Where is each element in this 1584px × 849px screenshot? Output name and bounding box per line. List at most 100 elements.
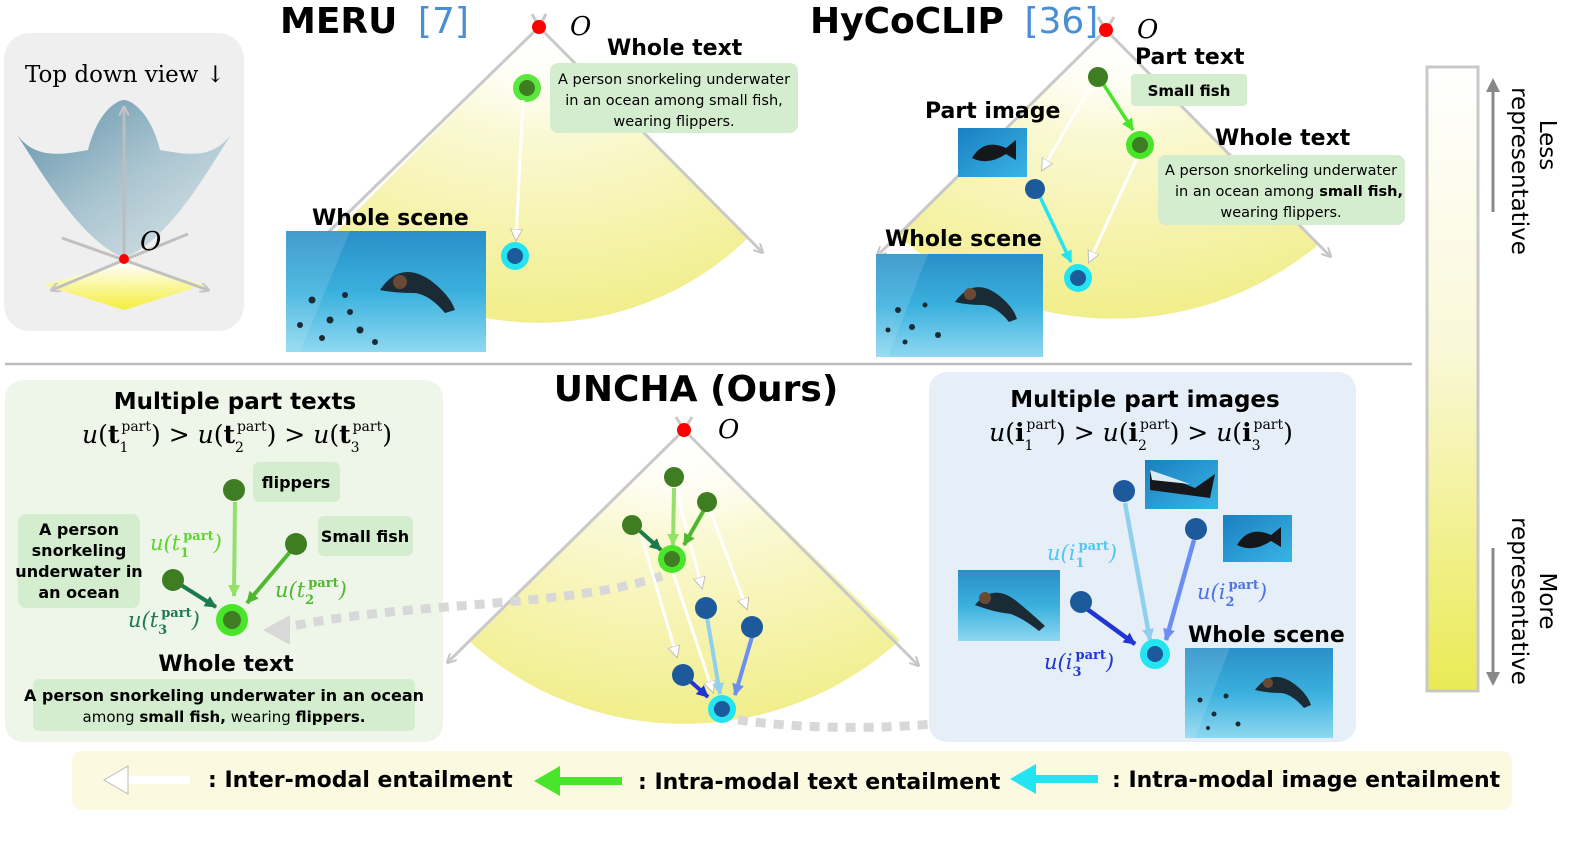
part-images-inequality: u(i1part) > u(i2part) > u(i3part) [989,417,1293,454]
part-texts-title: Multiple part texts [114,389,356,415]
text-entailment-arrow-3 [179,583,218,609]
image-entailment-arrow-2 [1163,539,1197,641]
hycoclip-origin-label: O [1137,15,1158,45]
whole-scene-node [1147,646,1163,662]
origin-dot [119,254,129,264]
uncha-title: UNCHA (Ours) [554,369,839,410]
meru-title: MERU [7] [280,1,469,42]
meru-image-node [507,248,523,264]
dashed-link-head [263,615,290,645]
legend-cyan-arrow-head [1010,764,1036,794]
inset-top-down-view: Top down view ↓ O [4,33,244,331]
whole-text-node [223,611,241,629]
hycoclip-cone [898,30,1318,319]
hycoclip-image-entailment-arrow [1038,196,1073,263]
uncha-part-image-node [695,597,717,619]
hycoclip-part-text-chip [1131,74,1247,106]
less-representative-label: representative [1506,87,1532,255]
uncha-part-image-node [672,664,694,686]
meru-text-node [519,80,535,96]
part-image-fish [1223,515,1292,562]
part-text-node-small-fish [285,533,307,555]
uncha-origin-dot [677,423,691,437]
part-text-node-flippers [223,479,245,501]
hycoclip-panel: HyCoCLIP [36] O Part text Small fish Par… [810,1,1405,357]
uncha-image-arrow-2 [732,636,754,696]
hycoclip-whole-scene-image [876,254,1043,357]
hycoclip-part-text-caption: Small fish [1148,82,1231,100]
axis-line [123,232,189,262]
uncha-part-image-node [741,616,763,638]
uncha-part-text-node [664,467,684,487]
part-images-title: Multiple part images [1010,387,1279,413]
inset-title: Top down view ↓ [25,62,225,88]
whole-text-caption-box [33,679,415,731]
more-representative-label: representative [1506,517,1532,685]
axis-line [123,258,208,290]
uncha-inter-modal-arrow [640,537,677,657]
chip-person-line: A person [39,520,119,539]
meru-cone-edge-left [310,25,541,250]
text-entailment-arrow-1 [228,501,241,597]
meru-whole-text-title: Whole text [607,36,743,61]
hycoclip-caption-line: A person snorkeling underwater [1165,163,1397,179]
origin-label: O [140,227,161,257]
legend-white-arrow-head [103,765,129,795]
whole-scene-image [1185,648,1333,738]
chip-small-fish [318,516,413,556]
uncha-part-text-node [697,492,717,512]
less-arrow-head [1486,78,1500,92]
uncha-text-arrow-2 [682,509,706,546]
representativeness-gradient [1425,65,1480,693]
hycoclip-whole-scene-node [1070,270,1086,286]
uncha-panel: UNCHA (Ours) O [263,369,1162,732]
legend-bg [72,751,1512,810]
hycoclip-part-text-node [1088,67,1108,87]
hycoclip-title: HyCoCLIP [36] [810,1,1098,42]
uncha-whole-scene-node [714,701,730,717]
uncha-cone [468,430,900,724]
chip-person-line: underwater in [15,562,142,581]
meru-whole-scene-title: Whole scene [312,206,469,231]
hycoclip-text-entailment-arrow [1100,81,1135,131]
more-arrow-head [1486,672,1500,686]
whole-text-caption-line2: among small fish, wearing flippers. [83,708,366,726]
chip-flippers [253,462,340,502]
part-image-node-flipper [1113,480,1135,502]
legend: : Inter-modal entailment : Intra-modal t… [72,751,1512,810]
hycoclip-part-image [958,128,1027,177]
part-texts-inequality: u(t1part) > u(t2part) > u(t3part) [82,419,392,456]
legend-green-arrow-head [534,766,560,796]
chip-person-line: snorkeling [32,541,127,560]
legend-image-entailment: : Intra-modal image entailment [1010,764,1501,794]
whole-text-title: Whole text [158,652,294,677]
uncha-part-text-node [622,515,642,535]
part-image-flipper [1145,460,1218,509]
text-entailment-arrow-2 [245,550,292,605]
meru-origin-label: O [570,12,591,42]
uncha-image-arrow-3 [687,678,710,699]
part-text-node-person [162,569,184,591]
u-t1-label: u(t1part) [150,529,222,561]
uncha-text-arrow-3 [638,529,663,552]
hycoclip-caption-line: wearing flippers. [1220,205,1341,221]
legend-text-entailment-label: : Intra-modal text entailment [638,770,1001,795]
uncha-origin-label: O [718,415,739,445]
dashed-link-to-texts [273,571,664,635]
image-entailment-arrow-3 [1085,607,1137,646]
legend-text-entailment: : Intra-modal text entailment [534,766,1001,796]
meru-panel: MERU [7] O Whole text A person snorkelin… [280,1,798,352]
axis-line [52,258,125,290]
more-representative-label: More [1534,572,1560,629]
uncha-image-arrow-1 [705,616,725,695]
hycoclip-whole-text-node [1132,137,1148,153]
hycoclip-part-text-title: Part text [1135,45,1245,70]
chip-person [18,514,140,608]
hycoclip-inter-modal-arrow [1089,159,1138,262]
less-representative-label: Less [1534,120,1560,171]
legend-inter-modal-label: : Inter-modal entailment [208,768,513,793]
whole-text-caption-line1: A person snorkeling underwater in an oce… [24,686,424,705]
meru-whole-text-caption-box [550,63,798,133]
